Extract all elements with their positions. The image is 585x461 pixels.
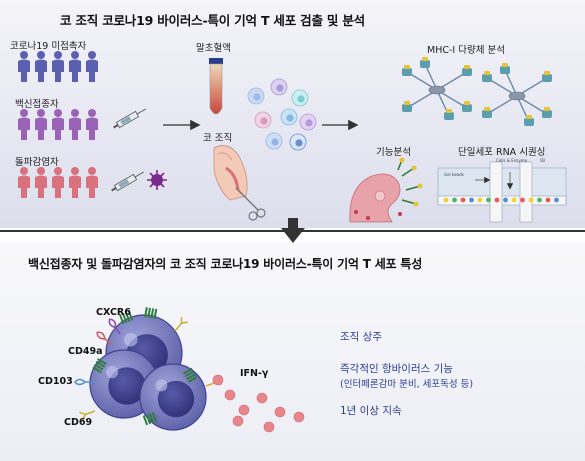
blood-tube-icon <box>209 58 223 115</box>
group-label-vaccinated: 백신접종자 <box>15 99 59 110</box>
gel-beads <box>443 197 559 203</box>
gel-bead <box>554 197 559 203</box>
gel-bead <box>528 197 534 203</box>
group-label-unexposed: 코로나19 미접촉자 <box>10 41 87 52</box>
ifn-gamma-molecule <box>212 374 224 386</box>
group-label-breakthrough: 돌파감염자 <box>15 157 59 168</box>
cell-icon <box>289 133 307 151</box>
gel-bead <box>537 197 542 203</box>
memory-t-cells <box>73 307 222 431</box>
scrna-small-label: Oil <box>540 158 546 163</box>
scrna-chip-icon <box>437 161 567 223</box>
nasal-tissue-label: 코 조직 <box>203 133 233 144</box>
ifn-gamma-molecule <box>232 415 244 427</box>
functional-analysis-icon <box>349 157 423 223</box>
top-panel-title: 코 조직 코로나19 바이러스-특이 기억 T 세포 검출 및 분석 <box>60 13 365 28</box>
person-icon <box>52 109 64 140</box>
ifn-gamma-dots <box>212 374 305 433</box>
property-persistence: 1년 이상 지속 <box>340 405 402 417</box>
cd69-receptor-icon <box>79 410 96 421</box>
cxcr6-receptor-icon <box>142 411 158 426</box>
person-icon <box>69 167 81 198</box>
cd49a-receptor-icon <box>96 331 112 345</box>
person-icon <box>52 51 64 82</box>
property-antiviral-detail: (인터페론감마 분비, 세포독성 등) <box>340 379 474 390</box>
ifn-gamma-molecule <box>256 392 268 404</box>
swab-scissors-icon <box>235 187 266 221</box>
cxcr6-receptor-icon <box>144 307 158 319</box>
cell-icon <box>280 108 298 126</box>
gel-bead <box>494 197 500 203</box>
ifn-gamma-molecule <box>293 411 305 423</box>
syringe-icon <box>111 171 144 192</box>
gel-bead <box>443 197 449 203</box>
gel-bead <box>545 197 551 203</box>
ifn-gamma-molecule <box>274 406 286 418</box>
cell-icon <box>270 78 288 96</box>
person-icon <box>35 51 47 82</box>
scrna-small-label: Gel beads <box>444 172 465 177</box>
gel-bead <box>486 197 491 203</box>
person-icon <box>69 51 81 82</box>
functional-analysis-label: 기능분석 <box>376 147 411 158</box>
marker-cxcr6: CXCR6 <box>96 307 131 318</box>
person-icon <box>18 109 30 140</box>
nose-tissue-icon <box>213 145 248 201</box>
cell-icon <box>299 113 317 131</box>
mhc-analysis-label: MHC-I 다량체 분석 <box>427 45 505 56</box>
people-groups <box>18 51 98 198</box>
gel-bead <box>503 197 508 203</box>
person-icon <box>52 167 64 198</box>
ifn-gamma-molecule <box>238 404 250 416</box>
peripheral-blood-label: 말초혈액 <box>196 43 231 54</box>
cell-icon <box>247 87 265 105</box>
gel-bead <box>520 197 525 203</box>
person-icon <box>18 167 30 198</box>
cell-icon <box>291 89 309 107</box>
person-icon <box>86 167 98 198</box>
gel-bead <box>477 197 483 203</box>
cytokine-label: IFN-γ <box>240 368 269 379</box>
mhc-multimer-icon <box>402 57 472 120</box>
bottom-panel-title: 백신접종자 및 돌파감염자의 코 조직 코로나19 바이러스-특이 기억 T 세… <box>28 257 423 271</box>
cxcr6-receptor-icon <box>92 358 107 374</box>
gel-bead <box>452 197 457 203</box>
cxcr6-receptor-icon <box>118 310 134 325</box>
cell-icon <box>254 111 272 129</box>
person-icon <box>86 109 98 140</box>
cell-icon <box>265 132 283 150</box>
person-icon <box>35 167 47 198</box>
gel-bead <box>511 197 517 203</box>
mhc-multimer-icons <box>402 57 552 126</box>
isolated-cells <box>247 78 317 151</box>
ifn-gamma-molecule <box>224 389 236 401</box>
down-arrow-icon <box>281 218 305 243</box>
mhc-multimer-icon <box>482 63 552 126</box>
syringe-icon <box>113 108 146 129</box>
gel-bead <box>469 197 474 203</box>
person-icon <box>86 51 98 82</box>
cd49a-receptor-icon <box>108 318 121 335</box>
virus-icon <box>147 170 167 190</box>
gel-bead <box>460 197 466 203</box>
marker-cd49a: CD49a <box>68 346 103 357</box>
scrna-label: 단일세포 RNA 시퀀싱 <box>458 147 546 158</box>
t-cell-icon <box>139 363 207 431</box>
scrna-small-label: Cells & Enzyme <box>496 158 528 163</box>
marker-cd103: CD103 <box>38 376 73 387</box>
cxcr6-receptor-icon <box>183 367 198 383</box>
person-icon <box>18 51 30 82</box>
cd69-receptor-icon <box>174 316 188 332</box>
marker-cd69: CD69 <box>64 417 93 428</box>
ifn-gamma-molecule <box>263 421 275 433</box>
person-icon <box>69 109 81 140</box>
bottom-panel-bg <box>0 242 585 461</box>
person-icon <box>35 109 47 140</box>
property-tissue-resident: 조직 상주 <box>340 331 382 343</box>
cd103-receptor-icon <box>73 378 93 386</box>
property-antiviral: 즉각적인 항바이러스 기능 <box>340 363 453 375</box>
